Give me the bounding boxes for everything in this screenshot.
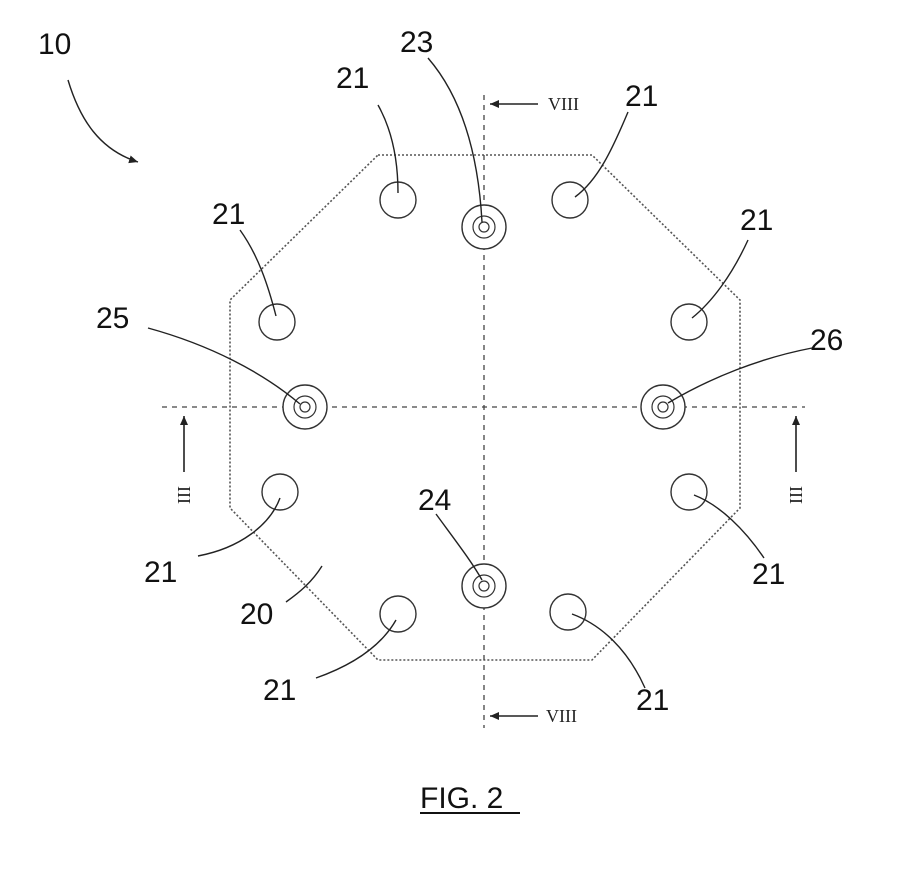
hole-label-top-left: 21	[336, 62, 369, 95]
port-label-bottom: 24	[418, 484, 451, 517]
port-left	[283, 385, 327, 429]
section-label-bottom: VIII	[546, 706, 577, 726]
hole-label-left-lower: 21	[144, 556, 177, 589]
figure-caption: FIG. 2	[420, 782, 503, 815]
port-label-top: 23	[400, 26, 433, 59]
assembly-label: 10	[38, 28, 71, 61]
bolt-hole	[671, 474, 707, 510]
port-right	[641, 385, 685, 429]
bolt-hole	[380, 596, 416, 632]
hole-label-right-upper: 21	[740, 204, 773, 237]
port-top	[462, 205, 506, 249]
hole-label-bottom-left: 21	[263, 674, 296, 707]
bolt-hole	[262, 474, 298, 510]
hole-label-left-upper: 21	[212, 198, 245, 231]
leader-21-right-lower	[694, 495, 764, 558]
section-label-top: VIII	[548, 94, 579, 114]
port-label-left: 25	[96, 302, 129, 335]
bolt-hole	[552, 182, 588, 218]
section-label-left: III	[174, 486, 194, 504]
port-label-right: 26	[810, 324, 843, 357]
section-label-right: III	[786, 486, 806, 504]
hole-label-right-lower: 21	[752, 558, 785, 591]
leader-23	[428, 58, 482, 222]
leader-21-bottom-right	[572, 614, 645, 688]
plate-label: 20	[240, 598, 273, 631]
leader-21-left-upper	[240, 230, 276, 316]
leader-21-right-upper	[692, 240, 748, 318]
leader-assembly	[68, 80, 138, 162]
bolt-hole	[550, 594, 586, 630]
leader-21-top-left	[378, 105, 398, 193]
hole-label-bottom-right: 21	[636, 684, 669, 717]
bolt-hole	[259, 304, 295, 340]
hole-label-top-right: 21	[625, 80, 658, 113]
port-bottom	[462, 564, 506, 608]
leader-21-bottom-left	[316, 620, 396, 678]
